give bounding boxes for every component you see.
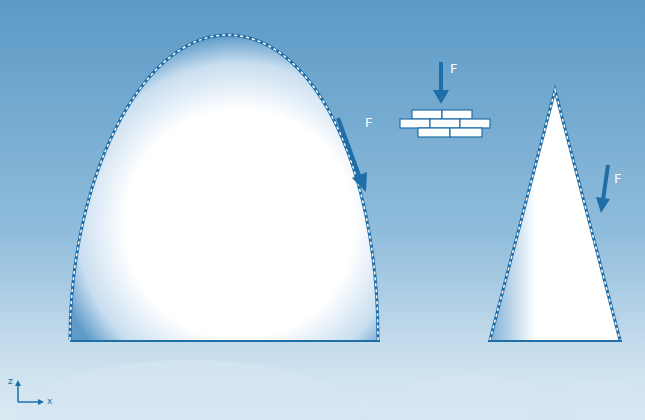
arch-dashes [70,35,378,340]
brick-stack [400,110,490,137]
force-arrow [433,62,449,104]
ground-line [488,340,622,342]
force-label: F [614,172,621,185]
force-arrow [596,165,610,213]
pointed-arch-outline [490,90,620,340]
pointed-arch-dashes [490,90,620,340]
force-label: F [365,116,372,129]
force-arrow [338,118,367,192]
force-label: F [450,62,457,75]
arch-outline [70,35,378,340]
axis-symbol [15,380,44,405]
axis-label: x [47,397,52,406]
ground-line [70,340,380,342]
watermark-shape [530,380,645,420]
parabolic-arch [70,35,378,340]
pointed-arch [490,90,620,340]
watermark-shape [15,360,365,420]
axis-label: z [8,377,13,386]
